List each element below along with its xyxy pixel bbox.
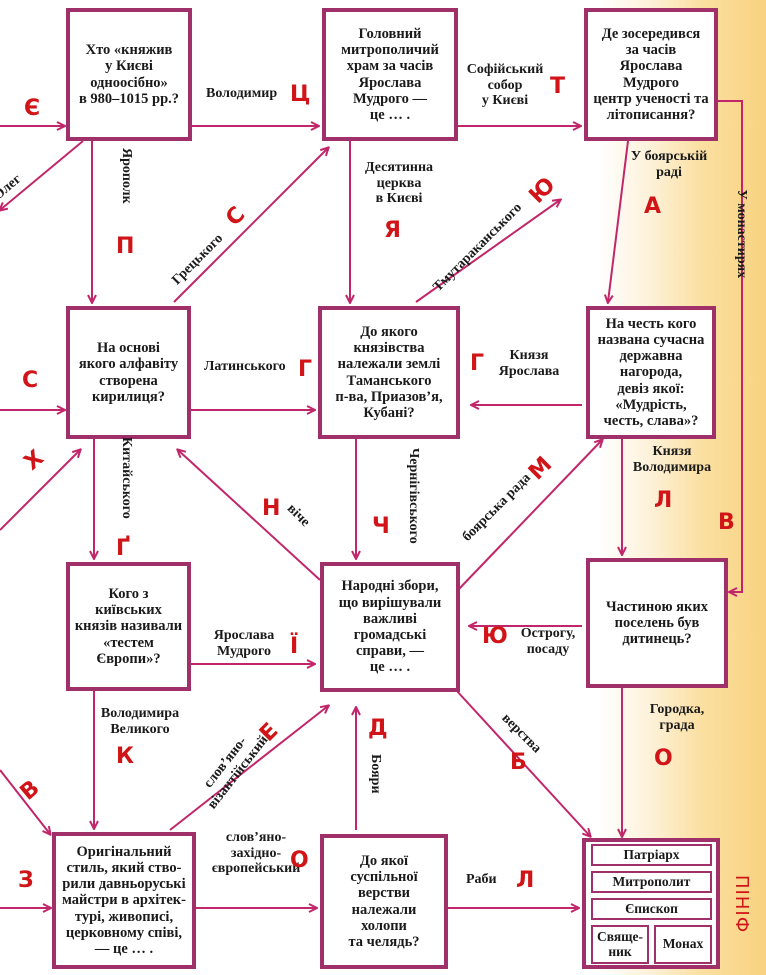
question-box-5: До якого князівства належали землі Таман…: [318, 306, 460, 439]
answer-sofia: Софійський собор у Києві: [466, 62, 544, 109]
hierarchy-patriarch: Патріарх: [591, 844, 712, 866]
answer-slaves: Раби: [466, 872, 497, 887]
letter-k: К: [116, 744, 134, 769]
answer-slav-west: слов’яно- західно- європейський: [211, 830, 301, 877]
hierarchy-priest: Свяще- ник: [591, 925, 649, 964]
answer-latin: Латинського: [204, 359, 286, 374]
letter-d: Д: [368, 716, 388, 741]
question-box-9: Частиною яких поселень був дитинець?: [586, 558, 728, 688]
letter-s-2: С: [22, 368, 39, 393]
arrow-b8-b4-viche: [178, 450, 321, 581]
answer-volodymyr-great: Володимира Великого: [100, 706, 180, 737]
letter-v-1: В: [718, 510, 735, 535]
letter-ye-1: Є: [24, 96, 41, 121]
question-box-10: Оригінальний стиль, який ство- рили давн…: [52, 832, 196, 969]
answer-gorodka: Городка, града: [649, 702, 705, 733]
letter-t: Т: [550, 74, 566, 99]
question-box-3: Де зосередився за часів Ярослава Мудрого…: [584, 8, 718, 141]
answer-prince-volodymyr: Князя Володимира: [632, 444, 712, 475]
answer-chernihiv: Чернігівського: [405, 447, 421, 544]
letter-ya: Я: [384, 218, 401, 243]
letter-l-2: Л: [516, 868, 535, 893]
letter-l-1: Л: [654, 488, 673, 513]
hierarchy-metropolitan: Митрополит: [591, 871, 712, 893]
answer-yaropolk: Ярополк: [118, 147, 134, 204]
answer-volodymyr: Володимир: [206, 86, 278, 101]
arrow-b8-b6-boyar: [457, 440, 602, 591]
arrow-b3-b9-monastery: [718, 100, 743, 592]
hierarchy-bishop: Єпископ: [591, 898, 712, 920]
answer-monasteries: У монастирях: [733, 189, 749, 279]
letter-ch: Ч: [372, 514, 390, 539]
letter-z: З: [18, 868, 34, 893]
arrow-b4-b2-greek: [173, 148, 328, 303]
letter-yu-2: Ю: [482, 624, 508, 649]
answer-ostrog: Острогу, посаду: [520, 626, 576, 657]
arrow-b1-left-oleg: [0, 140, 84, 210]
letter-a: А: [644, 194, 662, 219]
question-box-8: Народні збори, що вирішували важливі гро…: [320, 562, 460, 692]
letter-p: П: [116, 234, 135, 259]
letter-o-1: О: [654, 746, 673, 771]
hierarchy-monk: Монах: [654, 925, 712, 964]
answer-boyar-council: У боярській раді: [630, 149, 708, 180]
arrow-left-b10-v: [0, 769, 50, 834]
question-box-2: Головний митрополичий храм за часів Ярос…: [322, 8, 458, 141]
arrow-b8-hier: [455, 689, 590, 836]
question-box-7: Кого з київських князів називали «тестем…: [66, 562, 191, 691]
letter-yi: Ї: [290, 634, 299, 659]
question-box-4: На основі якого алфавіту створена кирили…: [66, 306, 191, 439]
arrow-b3-b6: [608, 140, 629, 302]
question-box-1: Хто «княжив у Києві одноосібно» в 980–10…: [66, 8, 192, 141]
letter-b: Б: [510, 750, 527, 775]
arrow-b5-b3-tmut: [415, 200, 560, 303]
question-box-6: На честь кого названа сучасна державна н…: [586, 306, 716, 439]
arrow-b10-b8: [169, 706, 328, 831]
answer-desyatynna: Десятинна церква в Києві: [364, 160, 434, 207]
letter-ge: Ґ: [116, 536, 131, 561]
letter-g-2: Г: [470, 351, 485, 376]
letter-ts: Ц: [290, 82, 311, 107]
publisher-brand: ПІНІФ: [731, 875, 752, 934]
letter-n: Н: [262, 496, 281, 521]
answer-chinese: Китайського: [118, 436, 134, 519]
letter-g-1: Г: [298, 357, 313, 382]
answer-prince-yaroslav: Князя Ярослава: [498, 348, 560, 379]
answer-yaroslav-wise: Ярослава Мудрого: [213, 628, 275, 659]
question-box-11: До якої суспільної верстви належали холо…: [320, 834, 448, 969]
letter-o-2: О: [290, 848, 309, 873]
answer-boyars: Бояри: [367, 754, 383, 794]
arrow-left-b4-kh: [0, 450, 80, 531]
